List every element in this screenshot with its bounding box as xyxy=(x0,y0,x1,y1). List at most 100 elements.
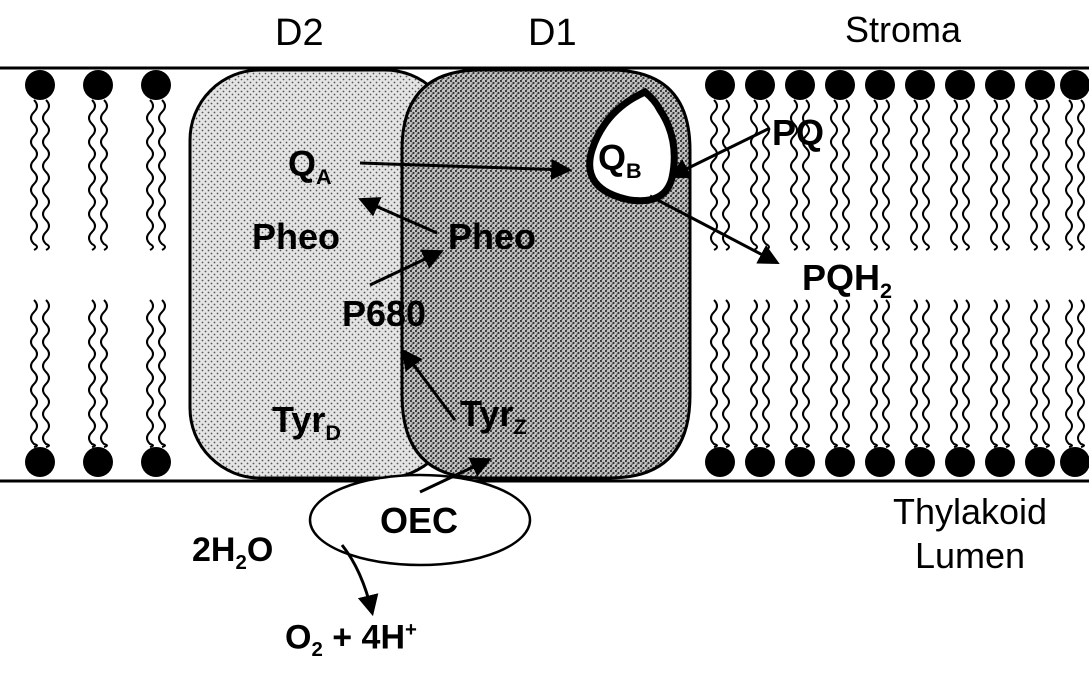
lipid-head xyxy=(25,447,55,477)
lipid-head xyxy=(141,70,171,100)
oec-label: OEC xyxy=(380,500,459,541)
lipid-head xyxy=(1025,447,1055,477)
arrow-qa-to-qb xyxy=(359,158,573,180)
lipid-tail xyxy=(146,99,154,251)
lipid-tail xyxy=(146,299,154,448)
lipid-tail xyxy=(842,299,850,448)
arrow-qb-to-pqh2 xyxy=(649,194,780,264)
lipid-tail xyxy=(1030,299,1038,448)
lipid-tail xyxy=(1065,99,1073,251)
lipid-head xyxy=(25,70,55,100)
lipid-tail xyxy=(910,99,918,251)
lipid-tail xyxy=(802,99,810,251)
lipid-tail xyxy=(870,299,878,448)
lipid-bilayer-right xyxy=(705,70,1089,477)
lipid-tail xyxy=(1042,299,1050,448)
lipid-tail xyxy=(962,99,970,251)
arrow-tyrz-to-p680 xyxy=(401,348,457,421)
lipid-tail xyxy=(42,299,50,448)
lipid-tail xyxy=(88,99,96,251)
pheo-d1-label: Pheo xyxy=(448,216,537,257)
lipid-head xyxy=(83,447,113,477)
lipid-head xyxy=(865,70,895,100)
lipid-head xyxy=(745,70,775,100)
lipid-head xyxy=(1060,447,1089,477)
lipid-bilayer-left xyxy=(25,70,171,477)
lipid-tail xyxy=(158,299,166,448)
lipid-tail xyxy=(790,299,798,448)
arrow-pheo-to-qa xyxy=(358,197,438,235)
lipid-tail xyxy=(870,99,878,251)
stroma-label: Stroma xyxy=(845,9,962,50)
lipid-tail xyxy=(1042,99,1050,251)
lipid-head xyxy=(785,70,815,100)
lipid-tail xyxy=(762,99,770,251)
lipid-tail xyxy=(922,99,930,251)
arrow-water-oxidation xyxy=(340,544,379,617)
lipid-tail xyxy=(1077,99,1085,251)
thylakoid-label: Thylakoid xyxy=(892,491,1048,532)
lipid-tail xyxy=(762,299,770,448)
lipid-tail xyxy=(88,299,96,448)
lipid-tail xyxy=(790,99,798,251)
lipid-tail xyxy=(100,299,108,448)
lipid-tail xyxy=(842,99,850,251)
lipid-head xyxy=(1025,70,1055,100)
lipid-tail xyxy=(882,99,890,251)
p680-label: P680 xyxy=(342,293,427,334)
lipid-tail xyxy=(922,299,930,448)
arrow-p680-to-pheo xyxy=(369,249,444,287)
lipid-tail xyxy=(830,99,838,251)
qb-binding-pocket xyxy=(586,87,678,205)
lipid-head xyxy=(705,447,735,477)
lipid-head xyxy=(745,447,775,477)
lipid-tail xyxy=(42,99,50,251)
lipid-tail xyxy=(750,299,758,448)
lipid-head xyxy=(705,70,735,100)
lipid-tail xyxy=(710,299,718,448)
oec-ellipse xyxy=(308,473,532,567)
lipid-tail xyxy=(750,99,758,251)
lipid-tail xyxy=(882,299,890,448)
qa-label: QA xyxy=(288,143,332,190)
lipid-tail xyxy=(950,99,958,251)
lipid-tail xyxy=(990,99,998,251)
lipid-head xyxy=(945,70,975,100)
lipid-tail xyxy=(722,299,730,448)
lipid-tail xyxy=(1065,299,1073,448)
lipid-tail xyxy=(158,99,166,251)
lipid-head xyxy=(825,447,855,477)
lipid-tail xyxy=(1002,99,1010,251)
qb-label: QB xyxy=(598,137,642,184)
lipid-head xyxy=(985,447,1015,477)
lipid-head xyxy=(865,447,895,477)
lipid-head xyxy=(985,70,1015,100)
lipid-tail xyxy=(950,299,958,448)
arrow-pq-to-qb xyxy=(668,126,771,179)
lipid-tail xyxy=(100,99,108,251)
lipid-tail xyxy=(962,299,970,448)
lipid-head xyxy=(785,447,815,477)
lipid-head xyxy=(1060,70,1089,100)
pq-label: PQ xyxy=(772,112,825,153)
lipid-tail xyxy=(1030,99,1038,251)
lumen-label: Lumen xyxy=(914,535,1026,576)
d2-label: D2 xyxy=(275,12,324,54)
d1-label: D1 xyxy=(528,12,577,54)
lipid-tail xyxy=(802,299,810,448)
pheo-d2-label: Pheo xyxy=(252,216,341,257)
lipid-tail xyxy=(1002,299,1010,448)
lipid-tail xyxy=(830,299,838,448)
tyrd-label: TyrD xyxy=(272,399,341,446)
water-label: 2H2O xyxy=(192,531,274,574)
lipid-head xyxy=(141,447,171,477)
lipid-tail xyxy=(722,99,730,251)
lipid-head xyxy=(945,447,975,477)
lipid-tail xyxy=(30,99,38,251)
lipid-tail xyxy=(990,299,998,448)
lipid-tail xyxy=(30,299,38,448)
products-label: O2 + 4H+ xyxy=(285,618,417,662)
lipid-head xyxy=(905,70,935,100)
